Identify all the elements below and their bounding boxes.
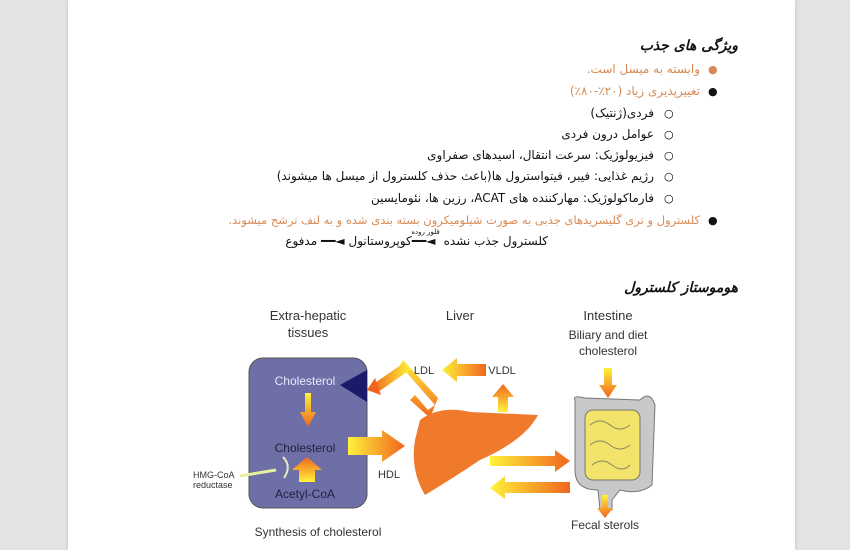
sub-bullet-4: رژیم غذایی: فیبر، فیتواسترول ها(باعث حذف… bbox=[276, 169, 654, 183]
label-ldl: LDL bbox=[414, 365, 434, 377]
label-fecal-sterols: Fecal sterols bbox=[571, 518, 639, 532]
circle-bullet-icon: ○ bbox=[664, 128, 674, 141]
label-synthesis: Synthesis of cholesterol bbox=[255, 525, 382, 539]
bullet-icon: ● bbox=[708, 214, 718, 227]
label-intestine: Intestine bbox=[583, 308, 632, 323]
ldl-to-liver-arrow bbox=[400, 360, 438, 418]
label-biliary: Biliary and diet bbox=[569, 328, 648, 342]
biliary-arrow bbox=[599, 368, 617, 398]
flow-middle: کوپروستانول bbox=[348, 234, 412, 248]
liver-to-intestine-arrow bbox=[490, 450, 570, 472]
flow-arrow-label: فلور روده bbox=[411, 228, 440, 236]
label-hmg-coa: HMG-CoA bbox=[193, 470, 235, 480]
label-reductase: reductase bbox=[193, 480, 233, 490]
box-cholesterol-mid: Cholesterol bbox=[275, 441, 336, 455]
sub-bullet-1: فردی(ژنتیک) bbox=[590, 106, 654, 120]
bullet-1: وابسته به میسل است. bbox=[586, 62, 700, 76]
heading-absorption: ویژگی های جذب bbox=[639, 38, 738, 54]
label-tissues: tissues bbox=[288, 325, 329, 340]
circle-bullet-icon: ○ bbox=[664, 170, 674, 183]
label-vldl: VLDL bbox=[488, 365, 516, 377]
hdl-arrow bbox=[348, 430, 405, 462]
vldl-to-ldl-arrow bbox=[442, 358, 486, 382]
bullet-icon: ● bbox=[708, 63, 718, 76]
intestine-illustration bbox=[574, 395, 656, 511]
liver-illustration bbox=[413, 409, 538, 495]
arrow-down-icon bbox=[300, 393, 316, 427]
flow-end: مدفوع bbox=[285, 234, 318, 248]
label-hdl: HDL bbox=[378, 469, 400, 481]
bullet-2: تغییرپذیری زیاد (۲۰٪-۸۰٪) bbox=[569, 84, 700, 98]
enzyme-arrow bbox=[239, 468, 277, 478]
circle-bullet-icon: ○ bbox=[664, 107, 674, 120]
circle-bullet-icon: ○ bbox=[664, 149, 674, 162]
arrow-up-icon bbox=[292, 457, 322, 482]
enzyme-bracket bbox=[282, 456, 289, 479]
label-biliary-cholesterol: cholesterol bbox=[579, 344, 637, 358]
ldl-to-tissue-arrow bbox=[372, 362, 410, 392]
heading-homeostasis: هوموستاز کلسترول bbox=[624, 280, 738, 296]
liver-to-vldl-arrow bbox=[492, 384, 514, 412]
box-cholesterol-top: Cholesterol bbox=[275, 374, 336, 388]
extrahepatic-box bbox=[248, 357, 368, 509]
sub-bullet-2: عوامل درون فردی bbox=[561, 127, 654, 141]
arrow-head bbox=[367, 378, 381, 395]
box-acetyl-coa: Acetyl-CoA bbox=[275, 487, 335, 501]
sub-bullet-3: فیزیولوژیک: سرعت انتقال، اسیدهای صفراوی bbox=[427, 148, 654, 162]
bullet-3: کلسترول و تری گلیسریدهای جذبی به صورت شی… bbox=[228, 213, 700, 227]
ldl-receptor-triangle bbox=[340, 370, 367, 402]
intestine-to-liver-arrow bbox=[490, 476, 570, 499]
bullet-icon: ● bbox=[708, 85, 718, 98]
circle-bullet-icon: ○ bbox=[664, 192, 674, 205]
flow-line: کلسترول جذب نشده فلور روده ◄━━ کوپروستان… bbox=[285, 228, 548, 248]
flow-arrow-icon: ◄━━ bbox=[320, 234, 345, 248]
flow-arrow: فلور روده ◄━━ bbox=[411, 228, 440, 248]
label-liver: Liver bbox=[446, 308, 475, 323]
fecal-arrow bbox=[597, 495, 613, 518]
flow-start: کلسترول جذب نشده bbox=[443, 234, 548, 248]
sub-bullet-5: فارماکولوژیک: مهارکننده های ACAT، رزین ه… bbox=[370, 191, 654, 205]
label-extrahepatic: Extra-hepatic bbox=[270, 308, 347, 323]
